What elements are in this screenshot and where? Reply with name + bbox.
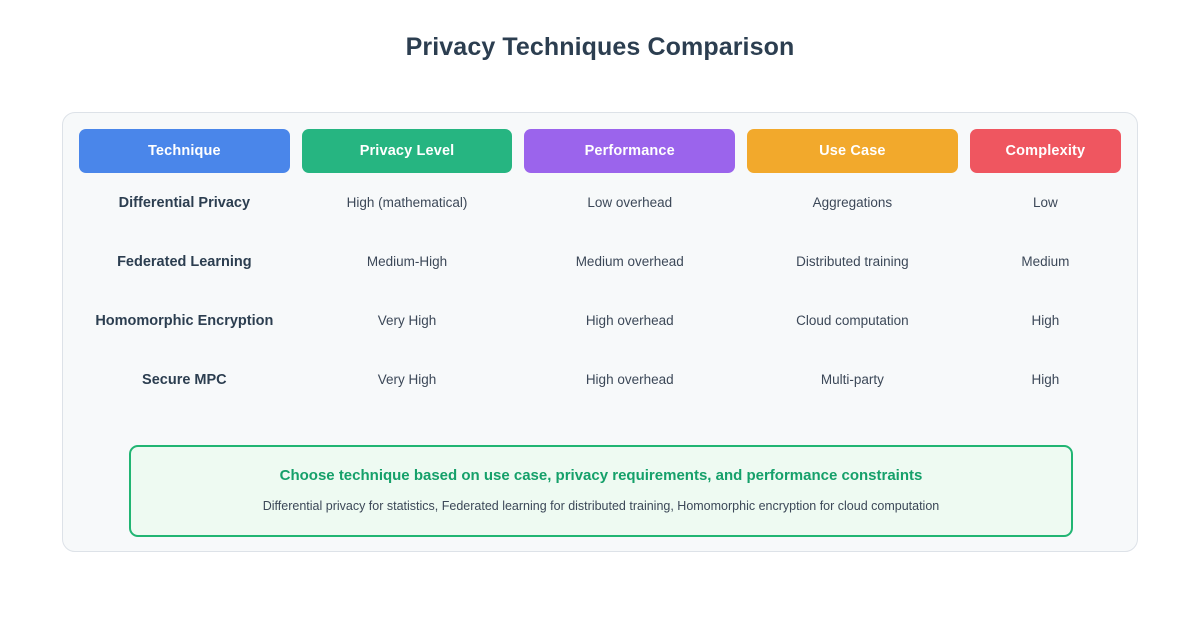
cell-technique: Federated Learning <box>117 253 252 270</box>
cell-use-case: Aggregations <box>812 195 893 210</box>
cell-use-case: Cloud computation <box>796 313 909 328</box>
table-row: Federated Learning Medium-High Medium ov… <box>79 232 1121 291</box>
table-row: Homomorphic Encryption Very High High ov… <box>79 291 1121 350</box>
cell-use-case: Multi-party <box>820 372 884 387</box>
cell-complexity: High <box>1031 372 1060 387</box>
cell-privacy-level: Very High <box>377 372 437 387</box>
cell-complexity: High <box>1031 313 1060 328</box>
cell-technique: Homomorphic Encryption <box>95 312 274 329</box>
cell-privacy-level: Very High <box>377 313 437 328</box>
comparison-table: Technique Privacy Level Performance Use … <box>67 129 1133 409</box>
column-header-performance[interactable]: Performance <box>524 129 736 173</box>
page-title: Privacy Techniques Comparison <box>405 33 795 61</box>
table-body: Differential Privacy High (mathematical)… <box>79 173 1121 409</box>
column-header-complexity[interactable]: Complexity <box>969 129 1121 173</box>
recommendation-title: Choose technique based on use case, priv… <box>279 467 923 484</box>
cell-performance: High overhead <box>585 313 674 328</box>
cell-technique: Differential Privacy <box>118 194 251 211</box>
cell-use-case: Distributed training <box>796 254 909 269</box>
recommendation-subtitle: Differential privacy for statistics, Fed… <box>262 499 940 513</box>
recommendation-callout: Choose technique based on use case, priv… <box>129 445 1073 537</box>
table-header: Technique Privacy Level Performance Use … <box>79 129 1121 173</box>
cell-privacy-level: High (mathematical) <box>346 195 468 210</box>
column-header-use-case[interactable]: Use Case <box>747 129 958 173</box>
comparison-card: Technique Privacy Level Performance Use … <box>62 112 1138 552</box>
cell-complexity: Medium <box>1021 254 1070 269</box>
cell-performance: High overhead <box>585 372 674 387</box>
column-header-technique[interactable]: Technique <box>79 129 290 173</box>
cell-technique: Secure MPC <box>142 371 227 388</box>
cell-complexity: Low <box>1032 195 1058 210</box>
table-header-row: Technique Privacy Level Performance Use … <box>79 129 1121 173</box>
table-row: Differential Privacy High (mathematical)… <box>79 173 1121 232</box>
cell-performance: Low overhead <box>587 195 673 210</box>
column-header-privacy-level[interactable]: Privacy Level <box>301 129 513 173</box>
table-row: Secure MPC Very High High overhead Multi… <box>79 350 1121 409</box>
cell-privacy-level: Medium-High <box>366 254 448 269</box>
cell-performance: Medium overhead <box>575 254 684 269</box>
